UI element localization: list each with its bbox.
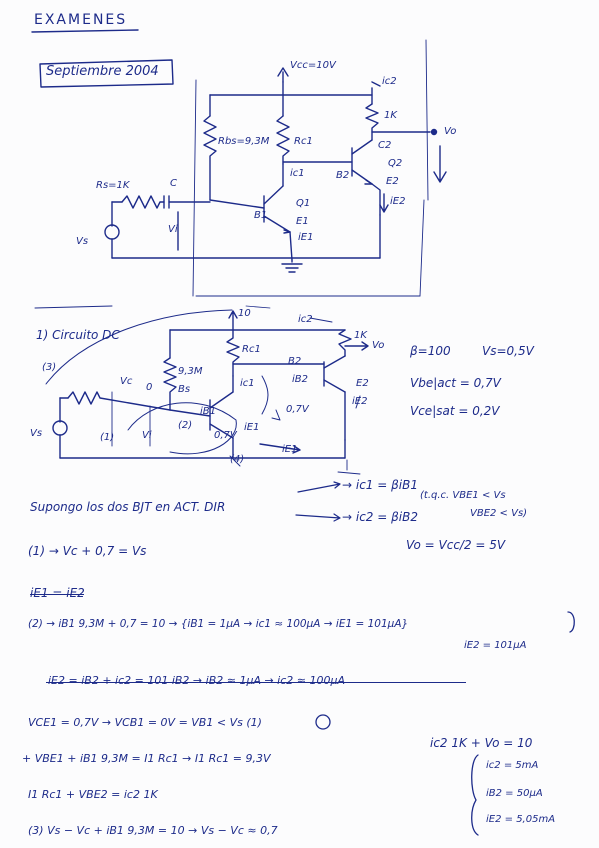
rc2-label-2: 1K (354, 330, 367, 341)
rbs-label: Rbs=9,3M (218, 136, 270, 147)
equation-4: I1 Rc1 + VBE2 = ic2 1K (28, 788, 158, 801)
ie2-result-line: iE2 = 101μA (464, 640, 527, 651)
vce-equation: VCE1 = 0,7V → VCB1 = 0V = VB1 < Vs (1) (28, 716, 262, 729)
loop1-label: (1) (100, 432, 115, 443)
ib2-label: iB2 (292, 374, 309, 385)
ie2-label-2: iE2 (352, 396, 368, 407)
circled-1 (315, 714, 331, 730)
ic2-label-2: ic2 (298, 314, 313, 325)
vbe-value: Vbe|act = 0,7V (410, 376, 501, 390)
ie1-label-2: iE1 (244, 422, 260, 433)
vs-label: Vs (76, 236, 89, 247)
rc2-label: 1K (384, 110, 397, 121)
date-label: Septiembre 2004 (46, 64, 159, 79)
e2-label-2: E2 (356, 378, 369, 389)
ic1-relation: → ic1 = βiB1 (342, 478, 418, 492)
circuit-2 (45, 309, 369, 467)
b1-label: B1 (254, 210, 268, 221)
condition-1: (t.q.c. VBE1 < Vs (420, 490, 506, 501)
circuit-1 (104, 67, 447, 273)
vs-value: Vs=0,5V (482, 344, 534, 358)
ic1-label: ic1 (290, 168, 305, 179)
rc1-label-2: Rc1 (242, 344, 261, 355)
struck-equation-1: iE1 = iE2 (30, 586, 85, 600)
date-box (39, 59, 174, 88)
loop4-label: (4) (230, 454, 245, 465)
c2-label: C2 (378, 140, 392, 151)
section-dc-label: 1) Circuito DC (36, 328, 120, 342)
q2-label: Q2 (388, 158, 403, 169)
b2-label: B2 (336, 170, 350, 181)
ic2-label: ic2 (382, 76, 397, 87)
vc-label: Vc (120, 376, 133, 387)
equation-3: + VBE1 + iB1 9,3M = I1 Rc1 → I1 Rc1 = 9,… (22, 752, 271, 765)
page-title: EXAMENES (34, 12, 128, 28)
v10-label: 10 (238, 308, 251, 319)
ie1-label-3: iE1 (282, 444, 298, 455)
equation-5: (3) Vs − Vc + iB1 9,3M = 10 → Vs − Vc ≈ … (28, 824, 278, 837)
result-ic2: ic2 = 5mA (486, 760, 539, 771)
b2-label-2: B2 (288, 356, 302, 367)
vbe1-label: 0,7V (214, 430, 237, 441)
loop3-label: (3) (42, 362, 57, 373)
q1-label: Q1 (296, 198, 311, 209)
vce-value: Vce|sat = 0,2V (410, 404, 500, 418)
assumption-text: Supongo los dos BJT en ACT. DIR (30, 500, 226, 514)
vi-label: Vi (168, 224, 178, 235)
struck-equation-2: iE2 = iB2 + ic2 = 101 iB2 → iB2 ≈ 1μA → … (48, 674, 346, 687)
r93-label: 9,3M (178, 366, 203, 377)
rs-label: Rs=1K (96, 180, 130, 191)
result-ib2: iB2 = 50μA (486, 788, 543, 799)
e1-label: E1 (296, 216, 309, 227)
ie1-label: iE1 (298, 232, 314, 243)
bs-label: Bs (178, 384, 191, 395)
cap-label: C (170, 178, 177, 189)
result-ie2: iE2 = 5,05mA (486, 814, 556, 825)
vbe2-label: 0,7V (286, 404, 309, 415)
vs-label-2: Vs (30, 428, 43, 439)
ic1-label-2: ic1 (240, 378, 255, 389)
equation-2: (2) → iB1 9,3M + 0,7 = 10 → {iB1 = 1μA →… (28, 618, 409, 630)
vcc-label: Vcc=10V (290, 60, 336, 71)
vo-equation: Vo = Vcc/2 = 5V (406, 538, 506, 552)
equation-1: (1) → Vc + 0,7 = Vs (28, 544, 147, 558)
ie2-label: iE2 (390, 196, 406, 207)
beta-value: β=100 (410, 344, 451, 358)
ic2-relation: → ic2 = βiB2 (342, 510, 418, 524)
title-underline (31, 29, 139, 33)
vo-label: Vo (444, 126, 457, 137)
rc1-label: Rc1 (294, 136, 313, 147)
vo-label-2: Vo (372, 340, 385, 351)
ic2-equation: ic2 1K + Vo = 10 (430, 736, 533, 750)
ib1-label: iB1 (200, 406, 217, 417)
vi-label-2: Vi (142, 430, 152, 441)
condition-2: VBE2 < Vs) (470, 508, 528, 519)
loop2-label: (2) (178, 420, 193, 431)
e2-label: E2 (386, 176, 399, 187)
zero-label: 0 (146, 382, 153, 393)
